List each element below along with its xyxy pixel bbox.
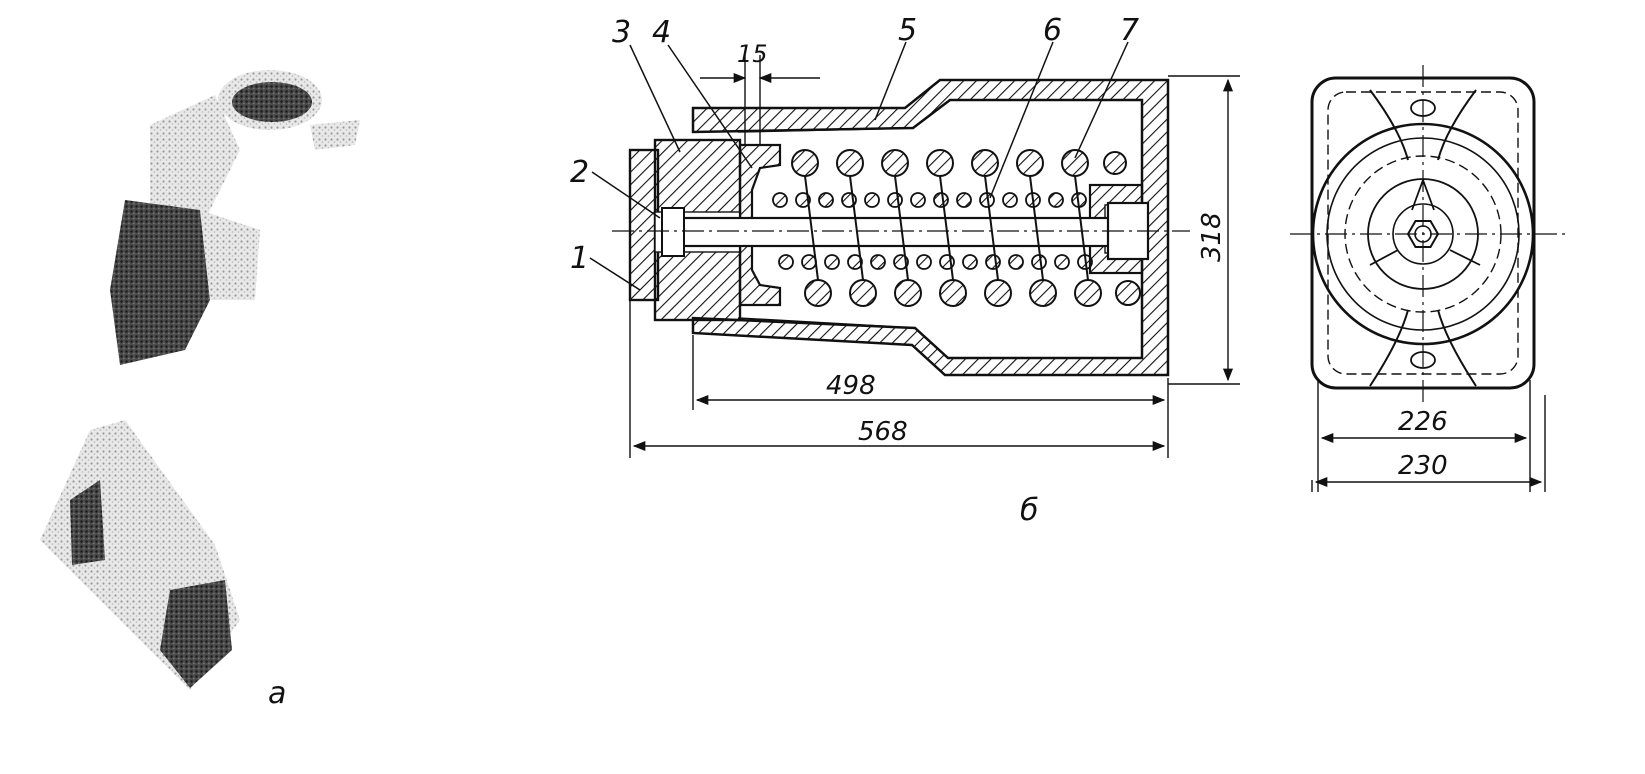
photo-lower-shadow xyxy=(160,580,232,688)
photo-upper-flank xyxy=(150,95,240,220)
photo-panel-a: а xyxy=(40,70,360,711)
photo-lower-hole xyxy=(70,480,105,565)
callout-4: 4 xyxy=(652,15,671,50)
callout-leaders xyxy=(589,41,1129,291)
dimension-body-length: 498 xyxy=(826,371,876,401)
callout-7: 7 xyxy=(1120,13,1139,48)
photo-side-lug xyxy=(310,120,360,150)
inner-spring xyxy=(772,192,1093,270)
dimension-height-value: 318 xyxy=(1197,212,1227,262)
end-view-outer-ring xyxy=(1311,122,1535,346)
bolt-shank xyxy=(670,216,1119,248)
stop-ring xyxy=(738,143,782,307)
panel-a-letter: а xyxy=(268,676,286,711)
dimension-height xyxy=(1168,75,1240,385)
callout-3: 3 xyxy=(612,15,631,50)
section-view-b: 1 2 3 4 5 6 7 15 498 568 318 xyxy=(570,13,1240,528)
dimension-gap xyxy=(700,55,820,145)
callout-5: 5 xyxy=(898,13,917,48)
panel-b-letter: б xyxy=(1020,493,1039,528)
dimension-gap-value: 15 xyxy=(737,40,768,68)
bolt-nut xyxy=(661,207,685,257)
callout-2: 2 xyxy=(570,155,589,190)
photo-body-light xyxy=(200,210,260,300)
dimension-outer-width: 230 xyxy=(1398,451,1448,481)
outer-spring xyxy=(791,149,1141,307)
photo-body-shadow xyxy=(110,200,210,365)
front-flange xyxy=(628,148,660,302)
end-view xyxy=(1290,65,1565,405)
callout-6: 6 xyxy=(1043,13,1062,48)
dimension-lengths xyxy=(629,300,1169,458)
end-view-dimensions xyxy=(1311,380,1546,492)
photo-top-hole xyxy=(232,82,312,122)
callout-1: 1 xyxy=(570,241,589,276)
dimension-inner-width: 226 xyxy=(1398,407,1448,437)
dimension-overall-length: 568 xyxy=(858,417,908,447)
